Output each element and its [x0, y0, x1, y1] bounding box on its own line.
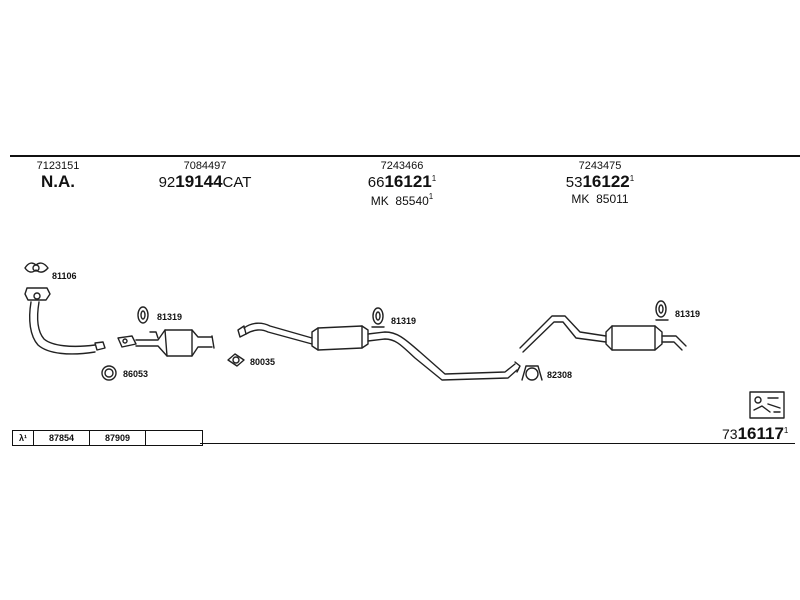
column-4-prefix: 53	[565, 174, 583, 191]
column-3-kit-number: 85540	[395, 194, 429, 208]
column-1-ref: 7123151	[36, 160, 80, 172]
part-label-81319-c: 81319	[675, 309, 701, 319]
column-1-main: N.A.	[41, 172, 75, 191]
column-3-partnumber: 66161211	[352, 172, 452, 192]
kit-sup: 1	[783, 426, 789, 435]
column-1: 7123151 N.A.	[28, 160, 88, 192]
column-4-number: 16122	[582, 172, 630, 191]
kit-box-icon	[749, 391, 785, 419]
lambda-symbol: λ¹	[13, 431, 34, 445]
ring-86053-icon	[101, 365, 117, 381]
gasket-80035-icon	[227, 353, 245, 367]
rear-silencer-icon	[519, 315, 687, 353]
column-3-kit: MK 855401	[352, 192, 452, 208]
column-3-prefix: 66	[367, 174, 385, 191]
hanger-81319-a-icon	[137, 306, 149, 324]
lambda-cell-2: 87909	[90, 431, 146, 445]
hanger-81319-b-icon	[371, 307, 385, 328]
column-3-kit-sup: 1	[428, 192, 434, 201]
column-4: 7243475 53161221 MK 85011	[550, 160, 650, 206]
part-label-81106: 81106	[52, 271, 77, 281]
lambda-cell-1: 87854	[34, 431, 90, 445]
column-4-kit-prefix: MK	[571, 192, 590, 206]
column-2-partnumber: 9219144CAT	[150, 172, 260, 192]
header-rule	[10, 155, 800, 157]
column-2: 7084497 9219144CAT	[150, 160, 260, 192]
column-3-number: 16121	[384, 172, 432, 191]
column-3-ref: 7243466	[380, 160, 424, 172]
column-2-ref: 7084497	[183, 160, 227, 172]
column-2-suffix: CAT	[222, 174, 252, 191]
column-2-number: 19144	[175, 172, 223, 191]
middle-silencer-icon	[237, 322, 521, 381]
lambda-sensor-table: λ¹ 87854 87909	[12, 430, 203, 446]
column-3: 7243466 66161211 MK 855401	[352, 160, 452, 208]
lambda-cell-3	[146, 431, 202, 445]
part-label-86053: 86053	[123, 369, 149, 379]
column-4-kit-number: 85011	[596, 192, 629, 206]
clamp-82308-icon	[521, 365, 543, 381]
front-pipe-icon	[24, 287, 106, 355]
part-label-81319-a: 81319	[157, 312, 183, 322]
part-label-81319-b: 81319	[391, 316, 417, 326]
kit-number: 16117	[737, 424, 784, 443]
part-label-82308: 82308	[547, 370, 573, 380]
column-3-sup: 1	[431, 174, 437, 183]
kit-prefix: 73	[722, 426, 738, 442]
gasket-81106-icon	[24, 262, 49, 273]
complete-kit-number: 73161171	[722, 424, 788, 444]
part-label-80035: 80035	[250, 357, 276, 367]
catalytic-converter-icon	[117, 329, 215, 357]
column-3-kit-prefix: MK	[370, 194, 389, 208]
footer-rule	[200, 443, 795, 444]
column-4-sup: 1	[629, 174, 635, 183]
column-4-ref: 7243475	[578, 160, 622, 172]
column-4-partnumber: 53161221	[550, 172, 650, 192]
hanger-81319-c-icon	[655, 300, 669, 321]
column-4-kit: MK 85011	[550, 192, 650, 206]
column-2-prefix: 92	[158, 174, 176, 191]
